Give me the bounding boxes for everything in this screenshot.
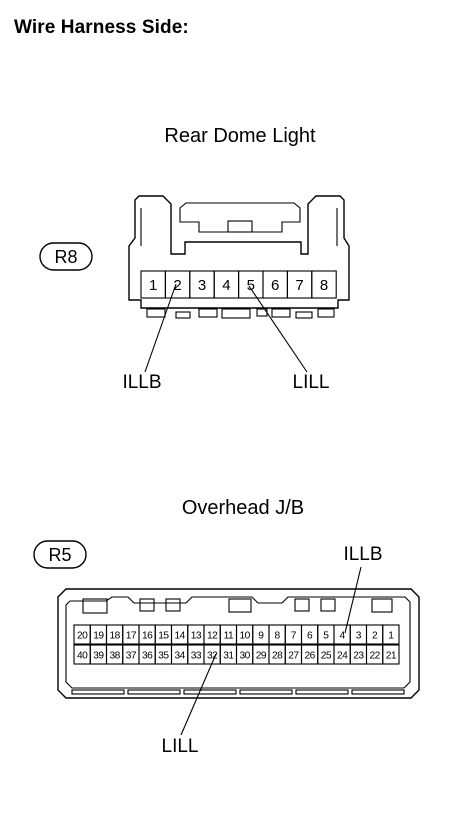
pin-label: 24 xyxy=(337,651,348,662)
pin-label: 30 xyxy=(239,651,250,662)
signal-label-illb-r5: ILLB xyxy=(343,544,382,565)
pin-label: 8 xyxy=(320,277,328,294)
pin-label: 12 xyxy=(207,631,218,642)
pin-label: 31 xyxy=(223,651,234,662)
pin-label: 20 xyxy=(77,631,88,642)
connector-r5-housing xyxy=(57,588,420,699)
pin-label: 27 xyxy=(288,651,299,662)
pin-label: 3 xyxy=(198,277,206,294)
leader-line-lill-r5 xyxy=(180,653,217,736)
pin-label: 5 xyxy=(323,631,329,642)
pin-label: 38 xyxy=(109,651,120,662)
pin-label: 39 xyxy=(93,651,104,662)
leader-line-illb-r5 xyxy=(344,566,362,634)
pin-label: 19 xyxy=(93,631,104,642)
connector-r8-keys xyxy=(146,308,335,319)
pin-label: 5 xyxy=(247,277,255,294)
connector-r8-latch xyxy=(179,202,301,233)
leader-line-illb-r8 xyxy=(144,283,177,373)
pin-label: 25 xyxy=(321,651,332,662)
pin-label: 6 xyxy=(307,631,313,642)
connector-r5-bottom-rail xyxy=(71,689,405,695)
pin-cell xyxy=(382,644,400,665)
pin-cell xyxy=(382,624,400,645)
connector-r8-side-rails xyxy=(140,208,338,246)
pin-label: 22 xyxy=(369,651,380,662)
connector-r5-top-slots xyxy=(82,598,393,614)
connector-r8-title: Rear Dome Light xyxy=(164,125,316,147)
pin-label: 2 xyxy=(173,277,181,294)
pin-label: 34 xyxy=(174,651,185,662)
pin-label: 16 xyxy=(142,631,153,642)
pin-label: 15 xyxy=(158,631,169,642)
signal-label-lill-r8: LILL xyxy=(293,372,330,393)
connector-r5-id: R5 xyxy=(48,545,71,565)
connector-r8-housing xyxy=(128,195,350,309)
pin-label: 4 xyxy=(222,277,230,294)
pin-label: 29 xyxy=(256,651,267,662)
pin-label: 7 xyxy=(295,277,303,294)
pin-label: 9 xyxy=(258,631,264,642)
pin-label: 32 xyxy=(207,651,218,662)
pin-label: 21 xyxy=(386,651,397,662)
connector-r8-lock-tab xyxy=(227,220,253,233)
pin-label: 23 xyxy=(353,651,364,662)
pin-label: 28 xyxy=(272,651,283,662)
page-title: Wire Harness Side: xyxy=(14,17,189,38)
pin-label: 3 xyxy=(356,631,362,642)
pin-label: 7 xyxy=(291,631,297,642)
pin-label: 26 xyxy=(304,651,315,662)
pin-label: 1 xyxy=(388,631,394,642)
pin-label: 10 xyxy=(239,631,250,642)
pin-label: 11 xyxy=(224,631,234,642)
pin-label: 37 xyxy=(126,651,137,662)
signal-label-illb-r8: ILLB xyxy=(122,372,161,393)
pin-label: 13 xyxy=(191,631,202,642)
pin-label: 40 xyxy=(77,651,88,662)
pin-label: 14 xyxy=(174,631,185,642)
connector-r8-id: R8 xyxy=(54,247,77,267)
pin-label: 35 xyxy=(158,651,169,662)
pin-label: 8 xyxy=(275,631,281,642)
pin-label: 4 xyxy=(340,631,346,642)
leader-line-lill-r8 xyxy=(248,285,308,373)
pin-label: 6 xyxy=(271,277,279,294)
pin-label: 18 xyxy=(109,631,120,642)
pin-label: 36 xyxy=(142,651,153,662)
pin-label: 1 xyxy=(149,277,157,294)
pin-label: 17 xyxy=(126,631,137,642)
connector-r8-id-badge: R8 xyxy=(39,242,93,271)
signal-label-lill-r5: LILL xyxy=(162,736,199,757)
connector-r5-id-badge: R5 xyxy=(33,540,87,569)
connector-r5-title: Overhead J/B xyxy=(182,497,304,519)
pin-cell xyxy=(311,270,337,299)
pin-label: 2 xyxy=(372,631,378,642)
connector-r5-inner-frame xyxy=(65,596,411,689)
pin-label: 33 xyxy=(191,651,202,662)
